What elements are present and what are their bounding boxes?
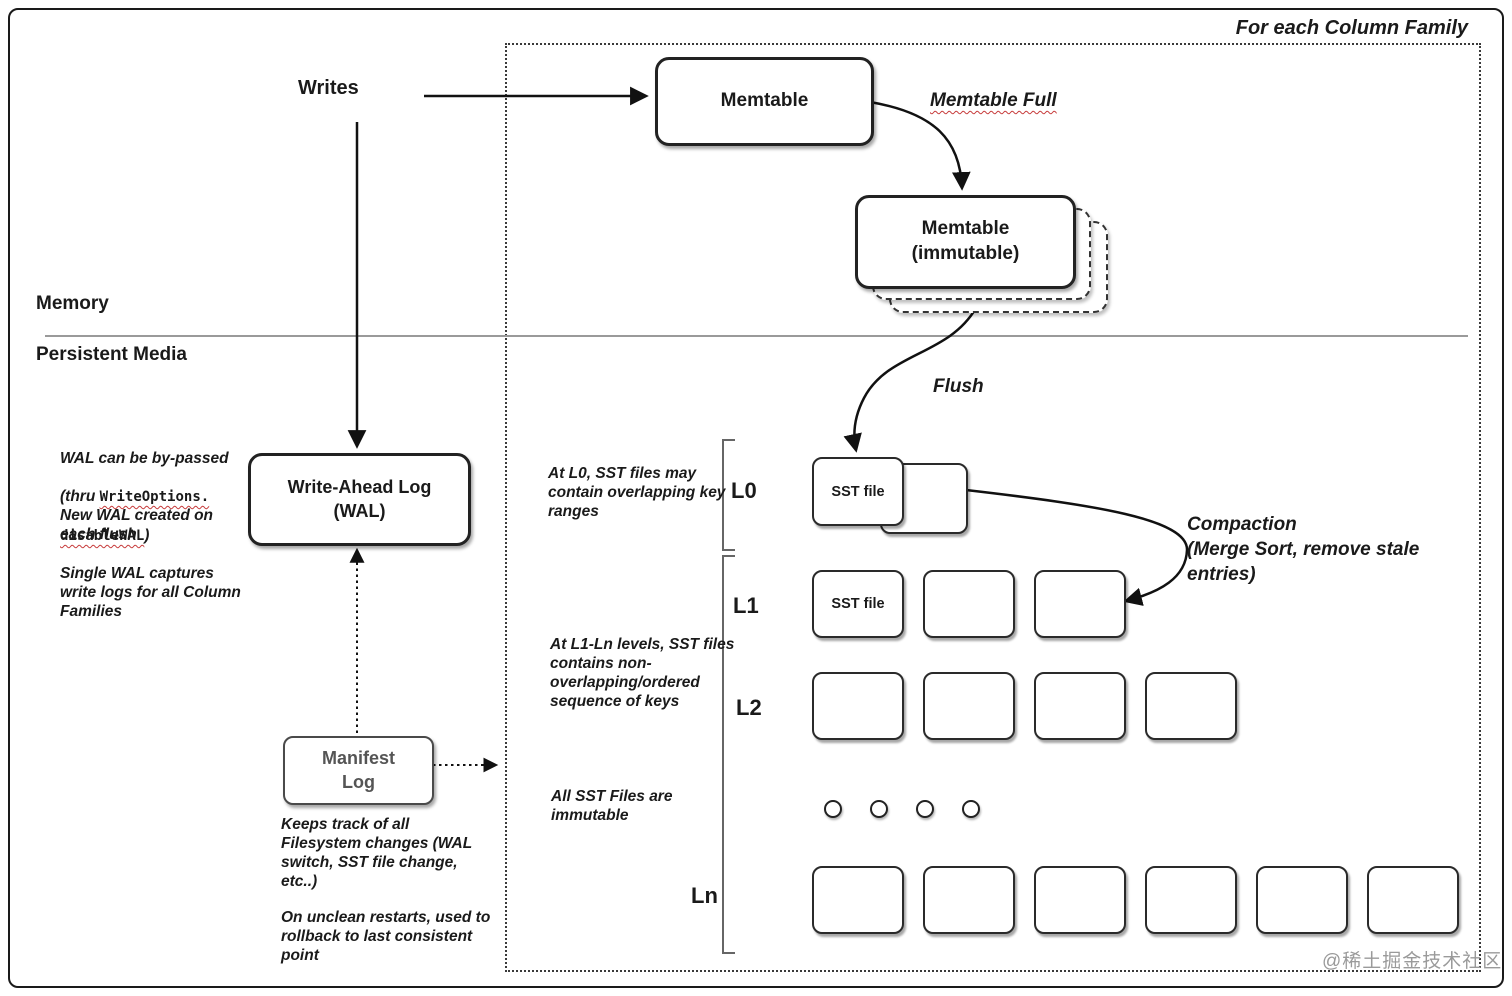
sst-file-box: SST file [812, 570, 904, 638]
sst-file-box [923, 570, 1015, 638]
sst-file-box [1034, 672, 1126, 740]
wal-node: Write-Ahead Log (WAL) [248, 453, 471, 546]
column-family-dashed-box [505, 43, 1481, 972]
memory-section-label: Memory [36, 293, 109, 314]
wal-bypass-post: ) [144, 527, 150, 544]
sst-file-label: SST file [831, 483, 885, 500]
level-label-l0: L0 [731, 478, 757, 503]
manifest-rollback-note: On unclean restarts, used to rollback to… [281, 909, 491, 964]
sst-file-box [923, 672, 1015, 740]
sst-file-box [1034, 866, 1126, 934]
sst-file-box [1367, 866, 1459, 934]
manifest-log-node: Manifest Log [283, 736, 434, 805]
sst-file-box [1145, 672, 1237, 740]
l1-ln-bracket [722, 555, 735, 954]
l1-ln-note: At L1-Ln levels, SST files contains non-… [550, 636, 735, 710]
manifest-tracks-note: Keeps track of all Filesystem changes (W… [281, 816, 473, 890]
persistent-media-section-label: Persistent Media [36, 344, 187, 365]
memtable-full-label: Memtable Full [930, 90, 1057, 111]
memtable-node: Memtable [655, 57, 874, 146]
immutable-memtable-node: Memtable (immutable) [855, 195, 1076, 289]
ellipsis-dot [824, 800, 842, 818]
sst-file-box [812, 672, 904, 740]
column-family-caption: For each Column Family [1235, 17, 1468, 39]
level-label-l1: L1 [733, 593, 759, 618]
ellipsis-dot [962, 800, 980, 818]
levels-ellipsis [824, 800, 980, 818]
sst-file-box [812, 866, 904, 934]
flush-label: Flush [933, 376, 984, 397]
sst-file-label: SST file [831, 596, 885, 612]
sst-file-box-l0: SST file [812, 457, 904, 526]
level-label-ln: Ln [691, 883, 718, 908]
wal-bypass-code1: WriteOptions. [99, 489, 210, 505]
ellipsis-dot [870, 800, 888, 818]
immutable-sst-note: All SST Files are immutable [551, 788, 673, 824]
sst-file-box [923, 866, 1015, 934]
writes-label: Writes [298, 77, 359, 99]
outer-border [8, 8, 1504, 988]
l1-sst-row: SST file [812, 570, 1126, 638]
wal-bypass-line1: WAL can be by-passed [60, 450, 229, 467]
l2-sst-row [812, 672, 1237, 740]
wal-bypass-note: WAL can be by-passed (thru WriteOptions.… [60, 430, 229, 546]
level-label-l2: L2 [736, 695, 762, 720]
ln-sst-row [812, 866, 1459, 934]
compaction-label: Compaction (Merge Sort, remove stale ent… [1187, 514, 1420, 585]
juejin-watermark: @稀土掘金技术社区 [1322, 951, 1503, 972]
sst-file-box [1034, 570, 1126, 638]
l0-bracket [722, 439, 735, 551]
sst-file-box [1145, 866, 1237, 934]
single-wal-note: Single WAL captures write logs for all C… [60, 565, 241, 620]
wal-bypass-code2: disableWAL [60, 528, 145, 544]
wal-bypass-pre: (thru [60, 488, 100, 505]
ellipsis-dot [916, 800, 934, 818]
memory-persistent-divider [45, 335, 1468, 337]
l0-note: At L0, SST files may contain overlapping… [548, 465, 726, 520]
new-wal-note: New WAL created on each flush [60, 507, 214, 543]
sst-file-box [1256, 866, 1348, 934]
